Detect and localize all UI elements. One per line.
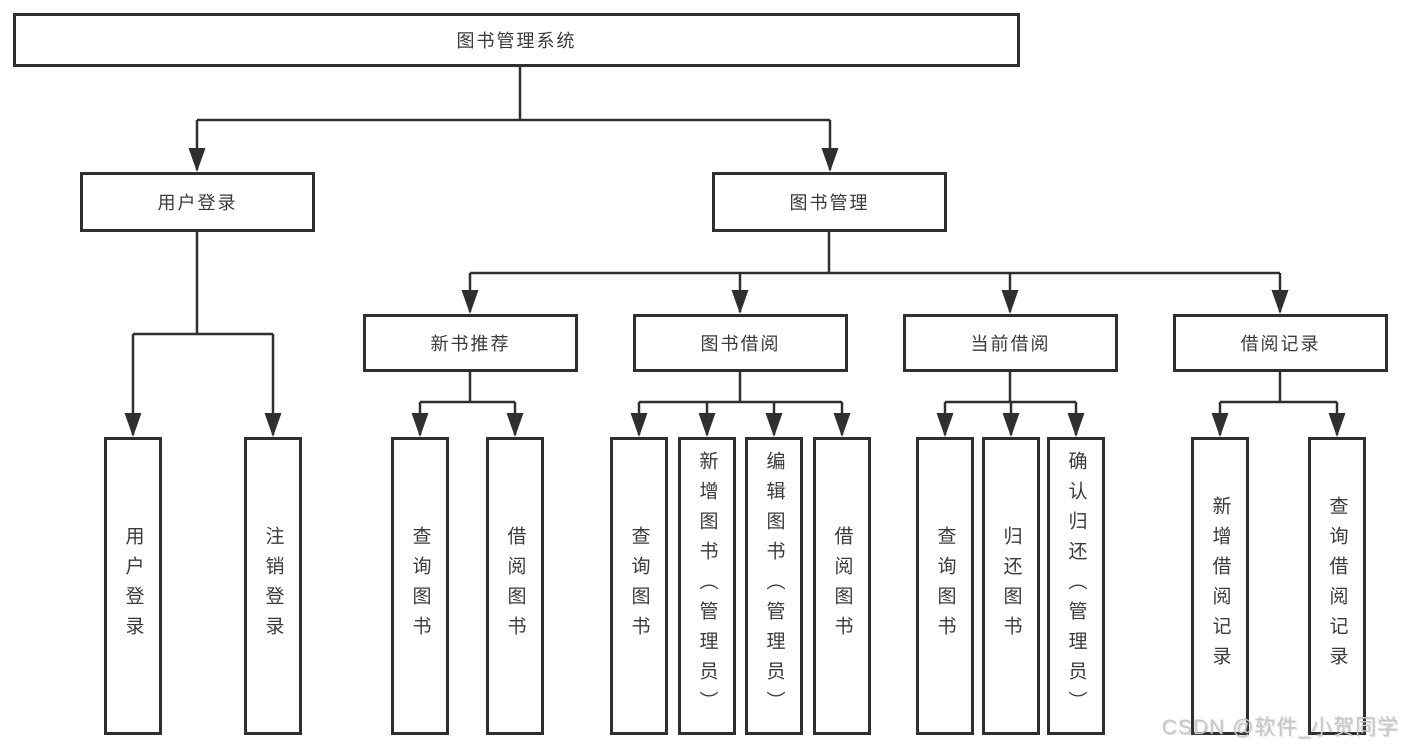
leaf-add-book-admin-label: 新增图书（管理员） [696,451,718,721]
node-user-login-group: 用户登录 [80,172,315,232]
leaf-edit-book-admin-label: 编辑图书（管理员） [763,451,785,721]
leaf-query-borrow-record: 查询借阅记录 [1308,437,1366,735]
node-current-borrow: 当前借阅 [903,314,1118,372]
node-root-label: 图书管理系统 [456,31,577,51]
leaf-newrec-borrow-books-label: 借阅图书 [504,526,526,646]
connector-borrow-records-branch [1211,372,1346,437]
leaf-borrow-query-books: 查询图书 [610,437,668,735]
leaf-add-borrow-record: 新增借阅记录 [1191,437,1249,735]
leaf-user-login: 用户登录 [104,437,162,735]
leaf-borrow-query-books-label: 查询图书 [628,526,650,646]
leaf-current-query-books: 查询图书 [916,437,974,735]
node-book-borrow-label: 图书借阅 [700,334,781,354]
leaf-current-query-books-label: 查询图书 [934,526,956,646]
leaf-newrec-borrow-books: 借阅图书 [486,437,544,735]
leaf-borrow-books-label: 借阅图书 [831,526,853,646]
connector-new-book-branch [411,372,524,437]
connector-current-borrow-branch [936,372,1085,437]
leaf-borrow-books: 借阅图书 [813,437,871,735]
node-book-mgmt-group-label: 图书管理 [789,193,870,213]
node-borrow-records-label: 借阅记录 [1240,334,1321,354]
leaf-newrec-query-books-label: 查询图书 [409,526,431,646]
leaf-user-login-label: 用户登录 [122,526,144,646]
node-new-book-rec-label: 新书推荐 [430,334,511,354]
leaf-return-books: 归还图书 [982,437,1040,735]
leaf-logout: 注销登录 [244,437,302,735]
node-borrow-records: 借阅记录 [1173,314,1388,372]
node-current-borrow-label: 当前借阅 [970,334,1051,354]
node-book-borrow: 图书借阅 [633,314,848,372]
leaf-query-borrow-record-label: 查询借阅记录 [1326,496,1348,676]
leaf-return-books-label: 归还图书 [1000,526,1022,646]
leaf-confirm-return-admin-label: 确认归还（管理员） [1065,451,1087,721]
node-root: 图书管理系统 [13,13,1020,67]
node-book-mgmt-group: 图书管理 [712,172,947,232]
connector-root-to-level2 [188,67,839,172]
leaf-edit-book-admin: 编辑图书（管理员） [745,437,803,735]
leaf-add-book-admin: 新增图书（管理员） [678,437,736,735]
leaf-logout-label: 注销登录 [262,526,284,646]
node-user-login-group-label: 用户登录 [157,193,238,213]
connector-book-borrow-branch [630,372,851,437]
connector-user-login-branch [124,232,282,437]
leaf-add-borrow-record-label: 新增借阅记录 [1209,496,1231,676]
connector-book-mgmt-to-level3 [461,232,1289,314]
leaf-newrec-query-books: 查询图书 [391,437,449,735]
leaf-confirm-return-admin: 确认归还（管理员） [1047,437,1105,735]
node-new-book-rec: 新书推荐 [363,314,578,372]
